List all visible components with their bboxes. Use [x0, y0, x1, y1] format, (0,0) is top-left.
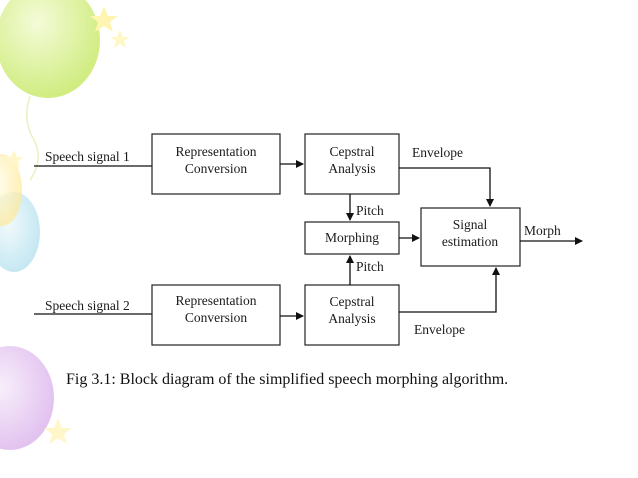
signal-estimation-line2: estimation	[442, 234, 498, 249]
cepstral-analysis-2-line1: Cepstral	[330, 294, 375, 309]
figure-caption: Fig 3.1: Block diagram of the simplified…	[66, 371, 508, 388]
balloon-decoration	[0, 0, 130, 450]
purple-balloon	[0, 346, 54, 450]
speech-signal-1-label: Speech signal 1	[45, 149, 130, 164]
representation-conversion-box-2	[151, 284, 281, 346]
morphing-label: Morphing	[325, 230, 379, 245]
cepstral-analysis-1-line2: Analysis	[328, 161, 375, 176]
morphing-box	[304, 221, 400, 255]
morph-output-label: Morph	[524, 223, 561, 238]
cepstral-analysis-2-line2: Analysis	[328, 311, 375, 326]
speech-signal-2-label: Speech signal 2	[45, 298, 130, 313]
cepstral-analysis-box-1	[304, 133, 400, 195]
cepstral-analysis-1-line1: Cepstral	[330, 144, 375, 159]
representation-conversion-1-line2: Conversion	[185, 161, 247, 176]
star-decoration	[44, 418, 72, 444]
star-decoration	[110, 30, 130, 48]
signal-estimation-line1: Signal	[453, 217, 488, 232]
signal-estimation-box	[420, 207, 521, 267]
green-balloon	[0, 0, 100, 98]
star-decoration	[90, 6, 118, 32]
star-decoration	[4, 150, 24, 168]
representation-conversion-1-line1: Representation	[176, 144, 257, 159]
cepstral-analysis-box-2	[304, 284, 400, 346]
representation-conversion-2-line1: Representation	[176, 293, 257, 308]
representation-conversion-2-line2: Conversion	[185, 310, 247, 325]
yellow-balloon	[0, 154, 22, 226]
envelope-arrow-bottom	[399, 267, 500, 313]
pitch-label-bottom: Pitch	[356, 259, 384, 274]
envelope-label-top: Envelope	[412, 145, 463, 160]
envelope-arrow-top	[399, 167, 494, 207]
balloon-string	[26, 95, 39, 181]
pitch-label-top: Pitch	[356, 203, 384, 218]
envelope-label-bottom: Envelope	[414, 322, 465, 337]
